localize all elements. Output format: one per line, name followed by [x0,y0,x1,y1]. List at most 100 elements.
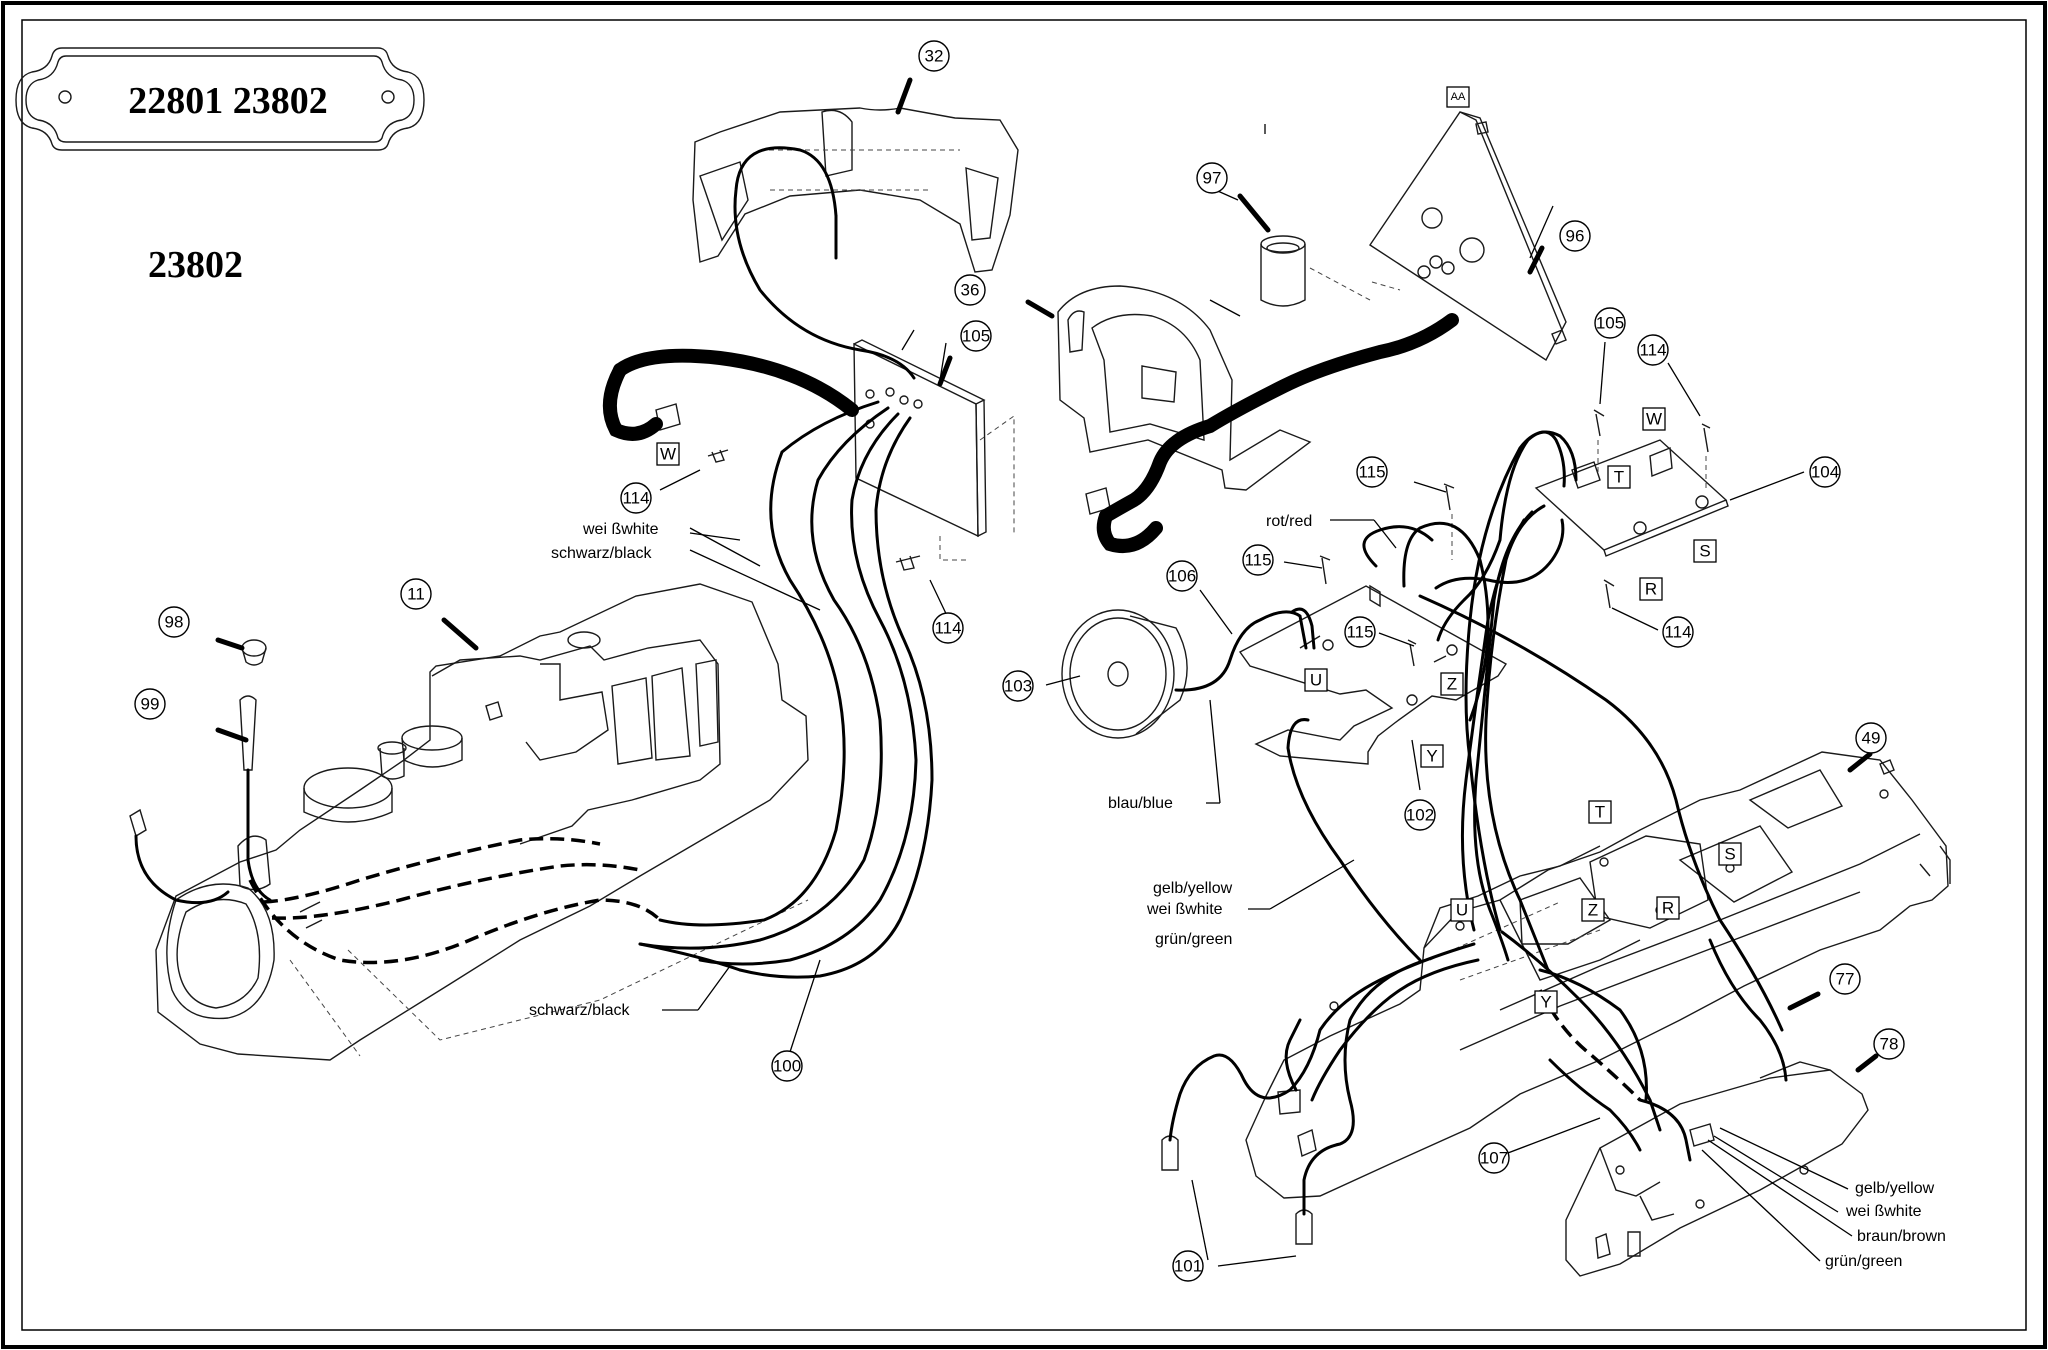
callout-106: 106 [1166,560,1198,592]
callout-102: 102 [1404,799,1436,831]
callout-114-middle: 114 [932,612,964,644]
connector-tag-s-chassis: S [1718,842,1742,866]
wire-label-white-mid: wei ßwhite [1146,901,1223,918]
wire-harness-front [134,768,742,972]
svg-text:S: S [1724,845,1735,864]
svg-text:104: 104 [1811,463,1839,482]
callout-115-left: 115 [1242,544,1274,576]
wire-chassis-harness [1168,930,1788,1216]
svg-text:R: R [1662,899,1674,918]
svg-text:114: 114 [934,619,961,638]
svg-text:115: 115 [1346,623,1373,642]
callout-104: 104 [1809,456,1841,488]
svg-text:114: 114 [1639,341,1666,360]
plaque-rivet-icon [58,90,72,104]
callout-100: 100 [771,1050,803,1082]
connector-tag-y-board: Y [1420,744,1444,768]
callout-103: 103 [1002,670,1034,702]
svg-text:Z: Z [1588,901,1598,920]
connector-tag-u-board: U [1304,668,1328,692]
svg-text:32: 32 [925,47,944,66]
svg-text:114: 114 [622,489,649,508]
connector-tag-t-chassis: T [1588,800,1612,824]
lamp-bulbs-part-101 [1161,1135,1313,1245]
svg-text:Z: Z [1447,675,1457,694]
function-board-part-104 [1534,439,1729,557]
wire-function-board [1286,430,1784,1032]
connector-tag-z-board: Z [1440,672,1464,696]
svg-text:W: W [660,445,676,464]
wire-label-blue: blau/blue [1108,795,1173,812]
svg-text:AA: AA [1451,91,1466,103]
svg-text:100: 100 [773,1057,801,1076]
svg-text:103: 103 [1004,677,1032,696]
connector-tag-w-right: W [1642,407,1666,431]
wire-label-white-left: wei ßwhite [582,521,659,538]
speaker-enclosure-part-97 [1260,235,1306,307]
connector-tag-t-board: T [1607,465,1631,489]
callout-101: 101 [1172,1250,1204,1282]
svg-text:115: 115 [1244,551,1271,570]
svg-text:77: 77 [1836,970,1855,989]
callout-11: 11 [400,578,432,610]
rear-bunker-wall-part-36 [1057,285,1312,491]
decoder-board-part-102 [1238,584,1508,765]
svg-text:T: T [1614,468,1624,487]
wire-label-black-upper: schwarz/black [551,545,652,562]
svg-text:97: 97 [1203,169,1222,188]
svg-text:105: 105 [962,327,990,346]
callout-96: 96 [1559,220,1591,252]
callout-115-top: 115 [1356,456,1388,488]
svg-text:Y: Y [1426,747,1437,766]
title-plaque: 22801 23802 [15,47,425,151]
wire-speaker-103 [1174,607,1316,692]
plaque-rivet-icon [381,90,395,104]
lamp-post-99 [129,695,257,838]
connector-tag-u-chassis: U [1450,898,1474,922]
svg-text:36: 36 [961,281,980,300]
callout-77: 77 [1829,963,1861,995]
callout-36: 36 [954,274,986,306]
callout-114-top-right: 114 [1637,334,1669,366]
sheet-inner-border [21,19,2027,1331]
connector-tag-aa: AA [1446,86,1470,108]
wire-label-green-right: grün/green [1825,1253,1902,1270]
callout-32: 32 [918,40,950,72]
svg-text:98: 98 [165,613,184,632]
screw-114-left [707,449,921,571]
model-number-heading: 23802 [148,244,243,286]
wire-speaker-feed [1096,313,1459,553]
svg-text:99: 99 [141,695,160,714]
connector-tag-s-board: S [1693,539,1717,563]
callout-leaders [215,77,1879,1267]
callout-78: 78 [1873,1028,1905,1060]
callout-105-left: 105 [960,320,992,352]
wire-label-green-mid: grün/green [1155,931,1232,948]
svg-text:11: 11 [407,585,425,604]
svg-text:105: 105 [1596,314,1624,333]
svg-text:Y: Y [1540,993,1551,1012]
svg-text:78: 78 [1880,1035,1899,1054]
loudspeaker-part-103 [1061,609,1188,739]
svg-text:U: U [1310,671,1322,690]
circuit-board-left-part-105 [853,339,1015,561]
lamp-98 [241,639,267,666]
svg-text:106: 106 [1168,567,1196,586]
wire-label-yellow-right: gelb/yellow [1855,1180,1935,1197]
connector-tag-z-chassis: Z [1581,898,1605,922]
wire-label-yellow-mid: gelb/yellow [1153,880,1233,897]
callout-115-lower: 115 [1344,616,1376,648]
callout-105-right: 105 [1594,307,1626,339]
wire-label-white-right: wei ßwhite [1845,1203,1922,1220]
svg-text:49: 49 [1862,729,1881,748]
motor-block-part-78 [1565,1061,1869,1277]
callout-99: 99 [134,688,166,720]
svg-text:101: 101 [1174,1257,1202,1276]
svg-text:T: T [1595,803,1605,822]
callout-97: 97 [1196,162,1228,194]
rear-bracket-plate-part-96 [1309,111,1567,362]
svg-text:96: 96 [1566,227,1585,246]
svg-text:W: W [1646,410,1662,429]
